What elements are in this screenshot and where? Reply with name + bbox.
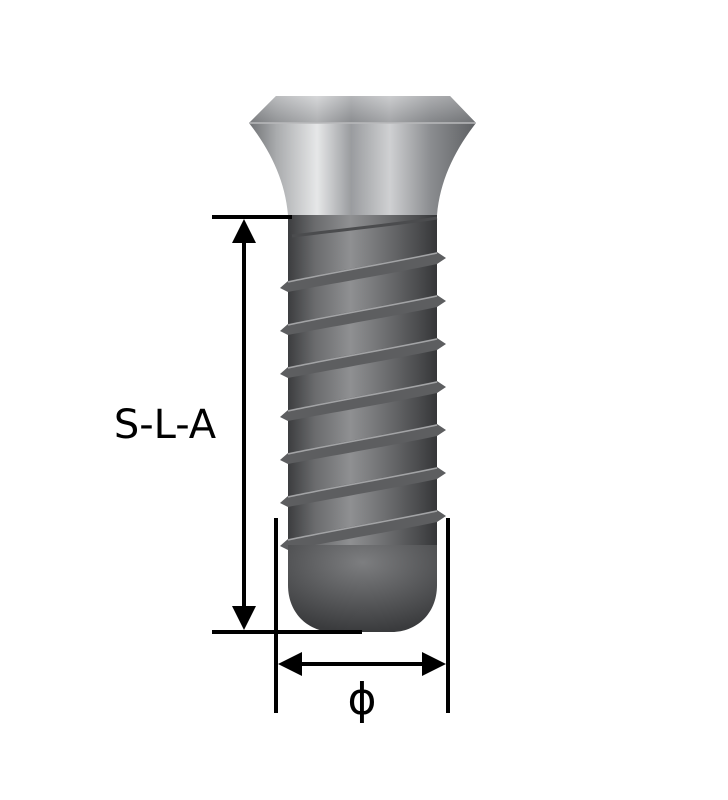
length-arrow-top (232, 219, 256, 243)
threaded-body (280, 215, 446, 555)
thread-ridge (280, 338, 446, 378)
thread-ridge (280, 381, 446, 421)
thread-ridge (280, 252, 446, 292)
thread-highlight (287, 510, 438, 541)
thread-ridge (280, 510, 446, 550)
thread-ridges (280, 216, 446, 550)
thread-start (291, 216, 438, 238)
thread-highlight (287, 467, 438, 498)
thread-highlight (287, 338, 438, 369)
apex (288, 545, 437, 632)
thread-highlight (287, 381, 438, 412)
thread-ridge (280, 424, 446, 464)
length-dimension (212, 215, 362, 634)
diameter-arrow-right (422, 652, 446, 676)
implant-collar (249, 96, 476, 215)
diameter-label: ϕ (347, 674, 376, 725)
thread-highlight (287, 424, 438, 455)
length-label: S-L-A (114, 402, 217, 448)
thread-ridge (280, 295, 446, 335)
thread-ridge (280, 467, 446, 507)
length-arrow-bottom (232, 606, 256, 630)
diameter-dimension (274, 518, 450, 713)
thread-highlight (287, 252, 438, 283)
diameter-arrow-left (278, 652, 302, 676)
thread-highlight (287, 295, 438, 326)
